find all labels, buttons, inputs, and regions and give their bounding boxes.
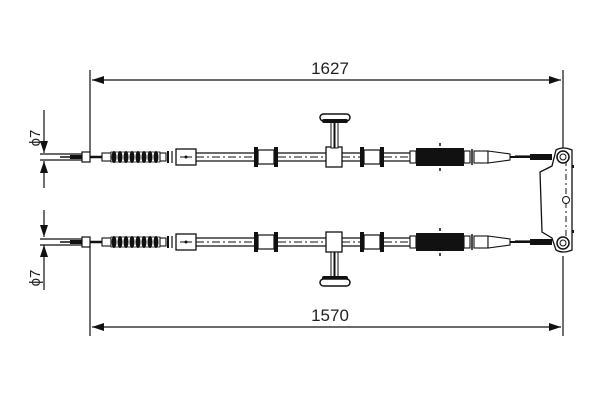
bottom-diameter-label: ϕ7 xyxy=(27,270,44,287)
dimension-bottom: 1570 xyxy=(89,246,564,336)
top-length-label: 1627 xyxy=(311,59,349,78)
top-diameter-label: ϕ7 xyxy=(27,130,44,147)
equalizer-bracket xyxy=(539,147,574,253)
diameter-bottom: ϕ7 xyxy=(27,210,48,290)
top-mount-bracket xyxy=(319,113,351,149)
bottom-cable xyxy=(38,226,554,258)
dimension-top: 1627 xyxy=(89,59,564,152)
diameter-top: ϕ7 xyxy=(27,110,48,188)
bottom-mount-bracket xyxy=(319,251,351,287)
top-cable xyxy=(38,141,554,173)
bottom-length-label: 1570 xyxy=(311,306,349,325)
